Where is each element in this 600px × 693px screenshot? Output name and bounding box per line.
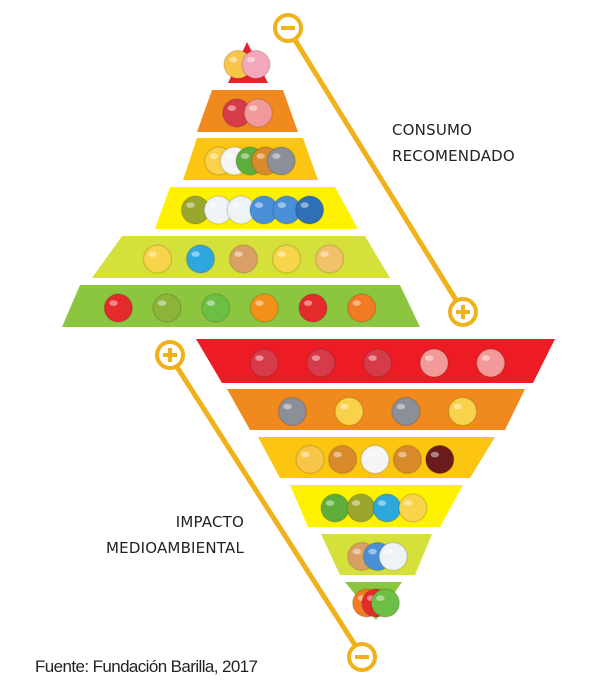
top-tier-3 — [183, 138, 318, 180]
milk-bottle-icon — [226, 195, 256, 225]
milk-bottle-icon — [378, 541, 408, 572]
plus-icon — [155, 340, 185, 370]
consumption-label-line1: CONSUMO — [392, 121, 473, 139]
impact-label-line2: MEDIOAMBIENTAL — [106, 539, 244, 557]
bacon-icon — [419, 348, 449, 378]
rice-bowl-icon — [185, 244, 216, 274]
bottom-tier-1 — [196, 339, 555, 383]
minus-icon — [347, 642, 377, 672]
lettuce-icon — [370, 588, 401, 618]
top-tier-6 — [62, 285, 420, 327]
avocado-icon — [152, 293, 182, 323]
pasta-icon — [271, 244, 302, 274]
minus-icon — [273, 13, 303, 43]
milk-carton-icon — [294, 195, 325, 225]
pasta-icon — [398, 493, 428, 523]
carrot-icon — [346, 293, 377, 323]
croissant-icon — [295, 444, 325, 475]
bacon-icon — [243, 98, 273, 128]
top-tier-6-band — [62, 285, 420, 327]
cheese-icon — [447, 396, 478, 427]
consumption-label-line2: RECOMENDADO — [392, 147, 515, 165]
bottom-tier-4 — [290, 485, 463, 527]
cola-bottle-icon — [425, 444, 455, 475]
bottom-tier-2 — [227, 389, 525, 430]
fish-icon — [391, 396, 421, 427]
cupcake-icon — [241, 49, 271, 80]
bacon-icon — [475, 348, 506, 378]
impact-label: IMPACTO MEDIOAMBIENTAL — [106, 509, 244, 561]
consumption-label: CONSUMO RECOMENDADO — [392, 117, 515, 169]
environmental-impact-pyramid — [196, 339, 555, 620]
impact-scale-line — [174, 365, 358, 647]
cheese-icon — [334, 396, 364, 427]
peas-icon — [320, 493, 350, 523]
orange-icon — [249, 293, 280, 323]
olive-oil-icon — [180, 195, 211, 225]
source-caption: Fuente: Fundación Barilla, 2017 — [35, 657, 258, 676]
bread-roll-icon — [228, 244, 259, 274]
yogurt-icon — [249, 195, 279, 225]
olive-oil-icon — [346, 493, 376, 523]
bottom-tier-3 — [258, 437, 495, 478]
rice-bowl-icon — [372, 493, 402, 523]
bottom-tier-6 — [345, 582, 402, 620]
steak-icon — [306, 348, 336, 378]
tomato-icon — [298, 293, 328, 323]
baguette-icon — [314, 244, 345, 274]
fish-icon — [266, 146, 296, 176]
steak-icon — [222, 98, 252, 128]
egg-icon — [360, 444, 390, 475]
fish-icon — [277, 396, 308, 427]
apple-icon — [103, 293, 134, 323]
top-tier-5 — [92, 236, 390, 278]
consumption-pyramid — [62, 42, 420, 327]
chicken-leg-icon — [392, 444, 423, 475]
pasta-icon — [142, 244, 173, 274]
chicken-leg-icon — [327, 444, 358, 475]
steak-icon — [249, 348, 280, 378]
top-tier-2 — [197, 90, 298, 132]
steak-icon — [362, 348, 393, 378]
consumption-scale-line — [292, 38, 459, 302]
lettuce-icon — [200, 293, 231, 323]
plus-icon — [448, 297, 478, 327]
bottom-tier-2-band — [227, 389, 525, 430]
top-tier-4 — [155, 187, 358, 229]
impact-label-line1: IMPACTO — [175, 513, 244, 531]
bottom-tier-5 — [321, 534, 432, 575]
top-tier-1 — [223, 42, 271, 83]
